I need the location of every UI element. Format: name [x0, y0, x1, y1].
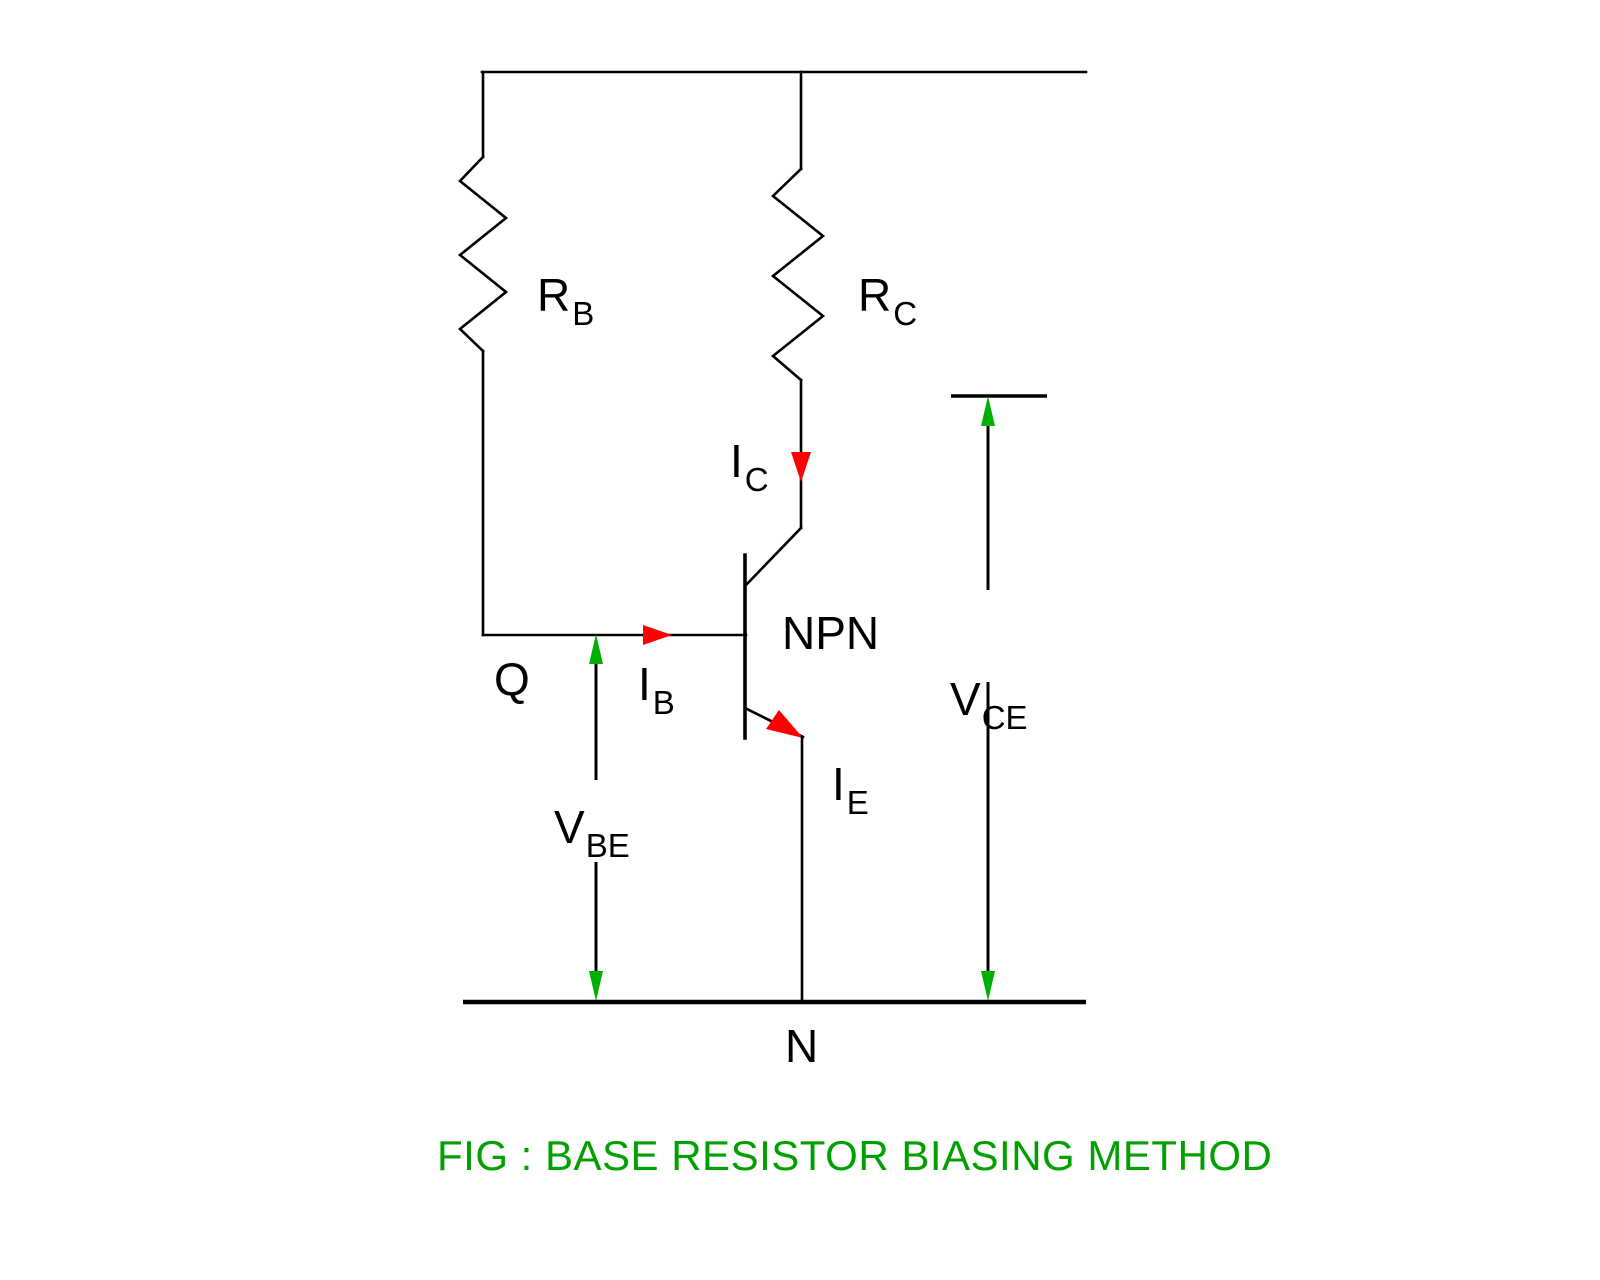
base-current-label: IB [638, 658, 675, 721]
emitter-current-label: IE [832, 758, 869, 821]
resistor-rc-label: RC [858, 269, 917, 332]
resistor-rb-body [457, 155, 509, 353]
transistor-collector-lead [743, 526, 803, 588]
transistor-type-label: NPN [782, 607, 879, 659]
vce-arrow-up-icon [981, 396, 995, 426]
collector-current-arrow-icon [791, 452, 811, 482]
base-current-arrow-icon [643, 625, 672, 645]
emitter-current-arrow-icon [766, 710, 803, 738]
resistor-rc-body [770, 167, 826, 382]
resistor-rb-label: RB [537, 269, 594, 332]
collector-current-label: IC [730, 435, 769, 498]
vce-arrow-down-icon [981, 971, 995, 1001]
vbe-label: VBE [554, 801, 630, 864]
node-n-label: N [785, 1020, 818, 1072]
vbe-arrow-down-icon [589, 971, 603, 1001]
vce-label: VCE [950, 673, 1028, 736]
vbe-arrow-up-icon [589, 634, 603, 664]
figure-caption: FIG : BASE RESISTOR BIASING METHOD [437, 1132, 1272, 1179]
node-q-label: Q [494, 653, 530, 705]
